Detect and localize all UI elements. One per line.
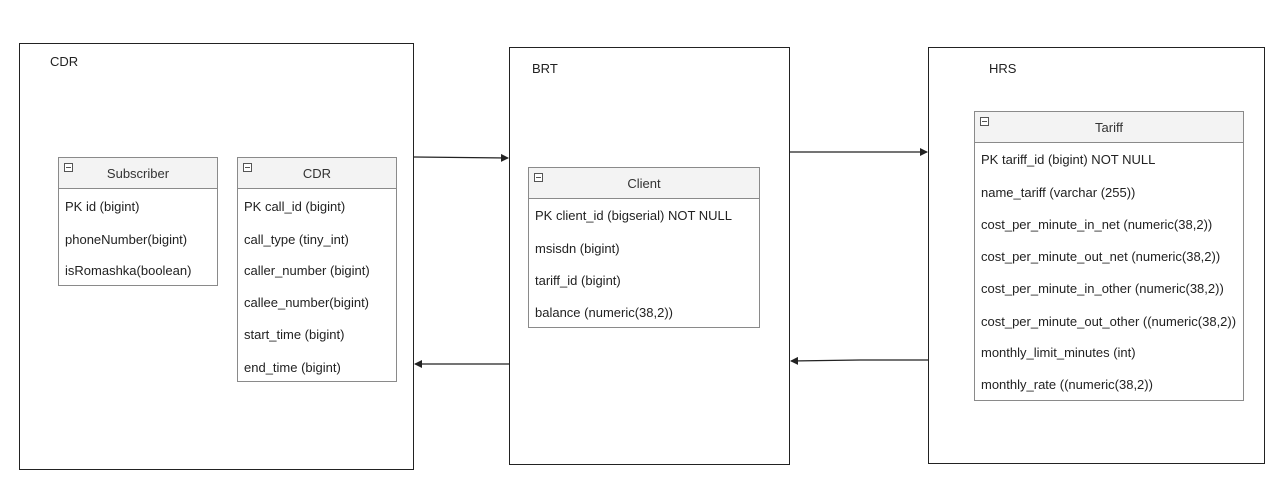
client-entity-title: Client xyxy=(627,176,661,191)
subscriber-entity-header: Subscriber xyxy=(59,158,217,189)
collapse-icon[interactable] xyxy=(534,173,543,182)
hrs-container-label: HRS xyxy=(989,61,1017,76)
cdr-entity[interactable]: CDR PK call_id (bigint) call_type (tiny_… xyxy=(237,157,397,382)
arrow-cdr-to-brt xyxy=(413,153,509,162)
cdr-container-label: CDR xyxy=(50,54,79,69)
arrow-hrs-to-brt xyxy=(790,356,928,365)
tariff-entity-header: Tariff xyxy=(975,112,1243,143)
cdr-field: start_time (bigint) xyxy=(244,327,345,342)
cdr-field: caller_number (bigint) xyxy=(244,263,370,278)
tariff-field: cost_per_minute_in_net (numeric(38,2)) xyxy=(981,217,1213,232)
cdr-field: end_time (bigint) xyxy=(244,360,341,375)
subscriber-entity-title: Subscriber xyxy=(106,166,170,181)
tariff-entity-title: Tariff xyxy=(1095,120,1123,135)
client-field: PK client_id (bigserial) NOT NULL xyxy=(535,208,732,223)
subscriber-entity[interactable]: Subscriber PK id (bigint) phoneNumber(bi… xyxy=(58,157,218,286)
client-entity-header: Client xyxy=(529,168,759,199)
tariff-field: PK tariff_id (bigint) NOT NULL xyxy=(981,152,1156,167)
tariff-field: cost_per_minute_out_other ((numeric(38,2… xyxy=(981,314,1237,329)
collapse-icon[interactable] xyxy=(64,163,73,172)
tariff-field: name_tariff (varchar (255)) xyxy=(981,185,1136,200)
client-field: msisdn (bigint) xyxy=(535,241,620,256)
brt-container-label: BRT xyxy=(532,61,558,76)
subscriber-field: isRomashka(boolean) xyxy=(65,263,192,278)
client-field: tariff_id (bigint) xyxy=(535,273,621,288)
tariff-field: cost_per_minute_in_other (numeric(38,2)) xyxy=(981,281,1224,296)
tariff-field: monthly_rate ((numeric(38,2)) xyxy=(981,377,1153,392)
cdr-field: PK call_id (bigint) xyxy=(244,199,346,214)
tariff-field: monthly_limit_minutes (int) xyxy=(981,345,1136,360)
cdr-field: call_type (tiny_int) xyxy=(244,232,349,247)
cdr-field: callee_number(bigint) xyxy=(244,295,370,310)
client-field: balance (numeric(38,2)) xyxy=(535,305,674,320)
tariff-entity[interactable]: Tariff PK tariff_id (bigint) NOT NULL na… xyxy=(974,111,1244,401)
collapse-icon[interactable] xyxy=(980,117,989,126)
collapse-icon[interactable] xyxy=(243,163,252,172)
subscriber-field: phoneNumber(bigint) xyxy=(65,232,188,247)
tariff-field: cost_per_minute_out_net (numeric(38,2)) xyxy=(981,249,1221,264)
subscriber-field: PK id (bigint) xyxy=(65,199,140,214)
client-entity[interactable]: Client PK client_id (bigserial) NOT NULL… xyxy=(528,167,760,328)
cdr-entity-header: CDR xyxy=(238,158,396,189)
cdr-entity-title: CDR xyxy=(302,166,332,181)
